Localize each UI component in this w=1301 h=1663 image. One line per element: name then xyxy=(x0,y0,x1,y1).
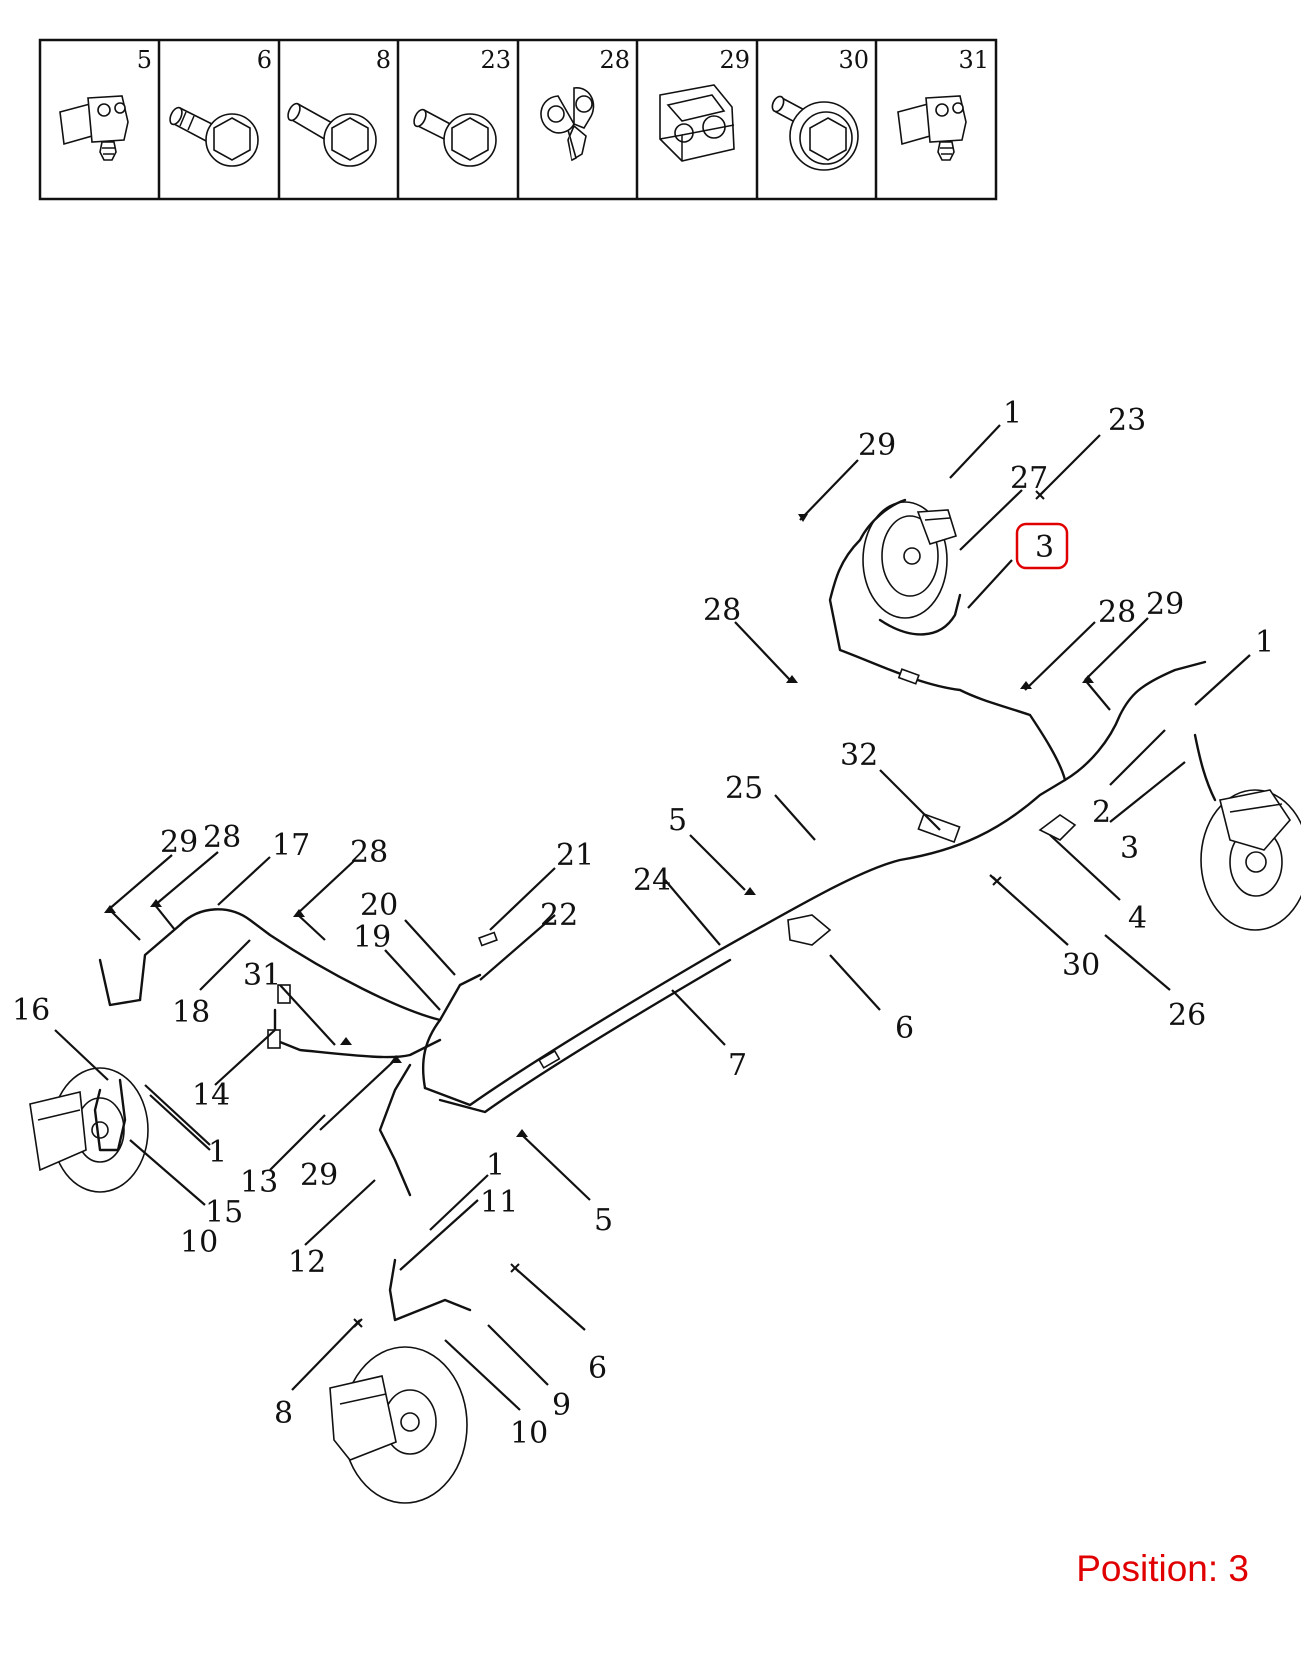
legend-number: 29 xyxy=(719,46,750,74)
callout-4: 4 xyxy=(1128,901,1147,936)
callout-29: 29 xyxy=(1146,587,1184,622)
front-left-brake-disc xyxy=(329,1346,468,1504)
callout-14: 14 xyxy=(192,1078,230,1113)
callout-23: 23 xyxy=(1108,403,1146,438)
callout-29: 29 xyxy=(160,825,198,860)
brake-pipes xyxy=(93,498,1217,1322)
callout-29: 29 xyxy=(858,428,896,463)
callout-28: 28 xyxy=(1098,595,1136,630)
callout-25: 25 xyxy=(725,771,763,806)
legend-number: 6 xyxy=(257,46,272,74)
callout-28: 28 xyxy=(703,593,741,628)
clip-nut-icon xyxy=(897,95,967,161)
bolt-icon xyxy=(169,106,259,167)
callout-17: 17 xyxy=(272,828,310,863)
callout-3: 3 xyxy=(1120,831,1139,866)
position-label: Position: 3 xyxy=(1076,1548,1249,1589)
callout-7: 7 xyxy=(728,1048,747,1083)
callout-6: 6 xyxy=(895,1011,914,1046)
callout-2: 2 xyxy=(1092,795,1111,830)
bolt-icon xyxy=(287,102,377,167)
callout-1: 1 xyxy=(1255,625,1274,660)
callout-12: 12 xyxy=(288,1245,326,1280)
callout-1: 1 xyxy=(486,1148,505,1183)
callout-1: 1 xyxy=(208,1135,227,1170)
callout-27: 27 xyxy=(1010,461,1048,496)
callout-21: 21 xyxy=(556,838,594,873)
leader-lines xyxy=(54,424,1251,1411)
callout-5: 5 xyxy=(668,803,687,838)
callout-19: 19 xyxy=(353,920,391,955)
pipe-holder-icon xyxy=(659,84,735,162)
callout-numbers: 29 1 23 27 3 28 28 29 1 32 2 3 25 5 24 4… xyxy=(12,396,1274,1451)
callout-15: 15 xyxy=(205,1195,243,1230)
selected-position-highlight[interactable] xyxy=(1015,522,1069,570)
callout-9: 9 xyxy=(552,1388,571,1423)
rear-right-brake-disc xyxy=(862,501,957,619)
callout-30: 30 xyxy=(1062,948,1100,983)
legend-number: 28 xyxy=(599,46,630,74)
callout-10: 10 xyxy=(510,1416,548,1451)
clip-nut-icon xyxy=(59,95,129,161)
parts-legend-table: 5 6 8 23 28 29 30 31 xyxy=(38,38,998,201)
callout-10: 10 xyxy=(180,1225,218,1260)
legend-number: 30 xyxy=(838,46,869,74)
callout-13: 13 xyxy=(240,1165,278,1200)
legend-number: 5 xyxy=(137,46,152,74)
rear-left-brake-disc xyxy=(29,1067,149,1193)
callout-29: 29 xyxy=(300,1158,338,1193)
callout-11: 11 xyxy=(480,1185,518,1220)
flange-bolt-icon xyxy=(771,95,859,171)
callout-6: 6 xyxy=(588,1351,607,1386)
bolt-icon xyxy=(413,108,497,167)
legend-number: 23 xyxy=(480,46,511,74)
legend-number: 31 xyxy=(958,46,989,74)
callout-28: 28 xyxy=(350,835,388,870)
callout-5: 5 xyxy=(594,1203,613,1238)
callout-8: 8 xyxy=(274,1396,293,1431)
legend-number: 8 xyxy=(376,46,391,74)
pipe-clip-icon xyxy=(540,87,595,162)
callout-26: 26 xyxy=(1168,998,1206,1033)
callout-1: 1 xyxy=(1003,396,1022,431)
callout-28: 28 xyxy=(203,820,241,855)
callout-32: 32 xyxy=(840,738,878,773)
callout-3-highlighted: 3 xyxy=(1035,530,1054,565)
callout-20: 20 xyxy=(360,888,398,923)
callout-24: 24 xyxy=(633,863,671,898)
callout-31: 31 xyxy=(243,958,281,993)
callout-18: 18 xyxy=(172,995,210,1030)
callout-22: 22 xyxy=(540,898,578,933)
callout-16: 16 xyxy=(12,993,50,1028)
front-right-brake-disc xyxy=(1200,789,1301,931)
